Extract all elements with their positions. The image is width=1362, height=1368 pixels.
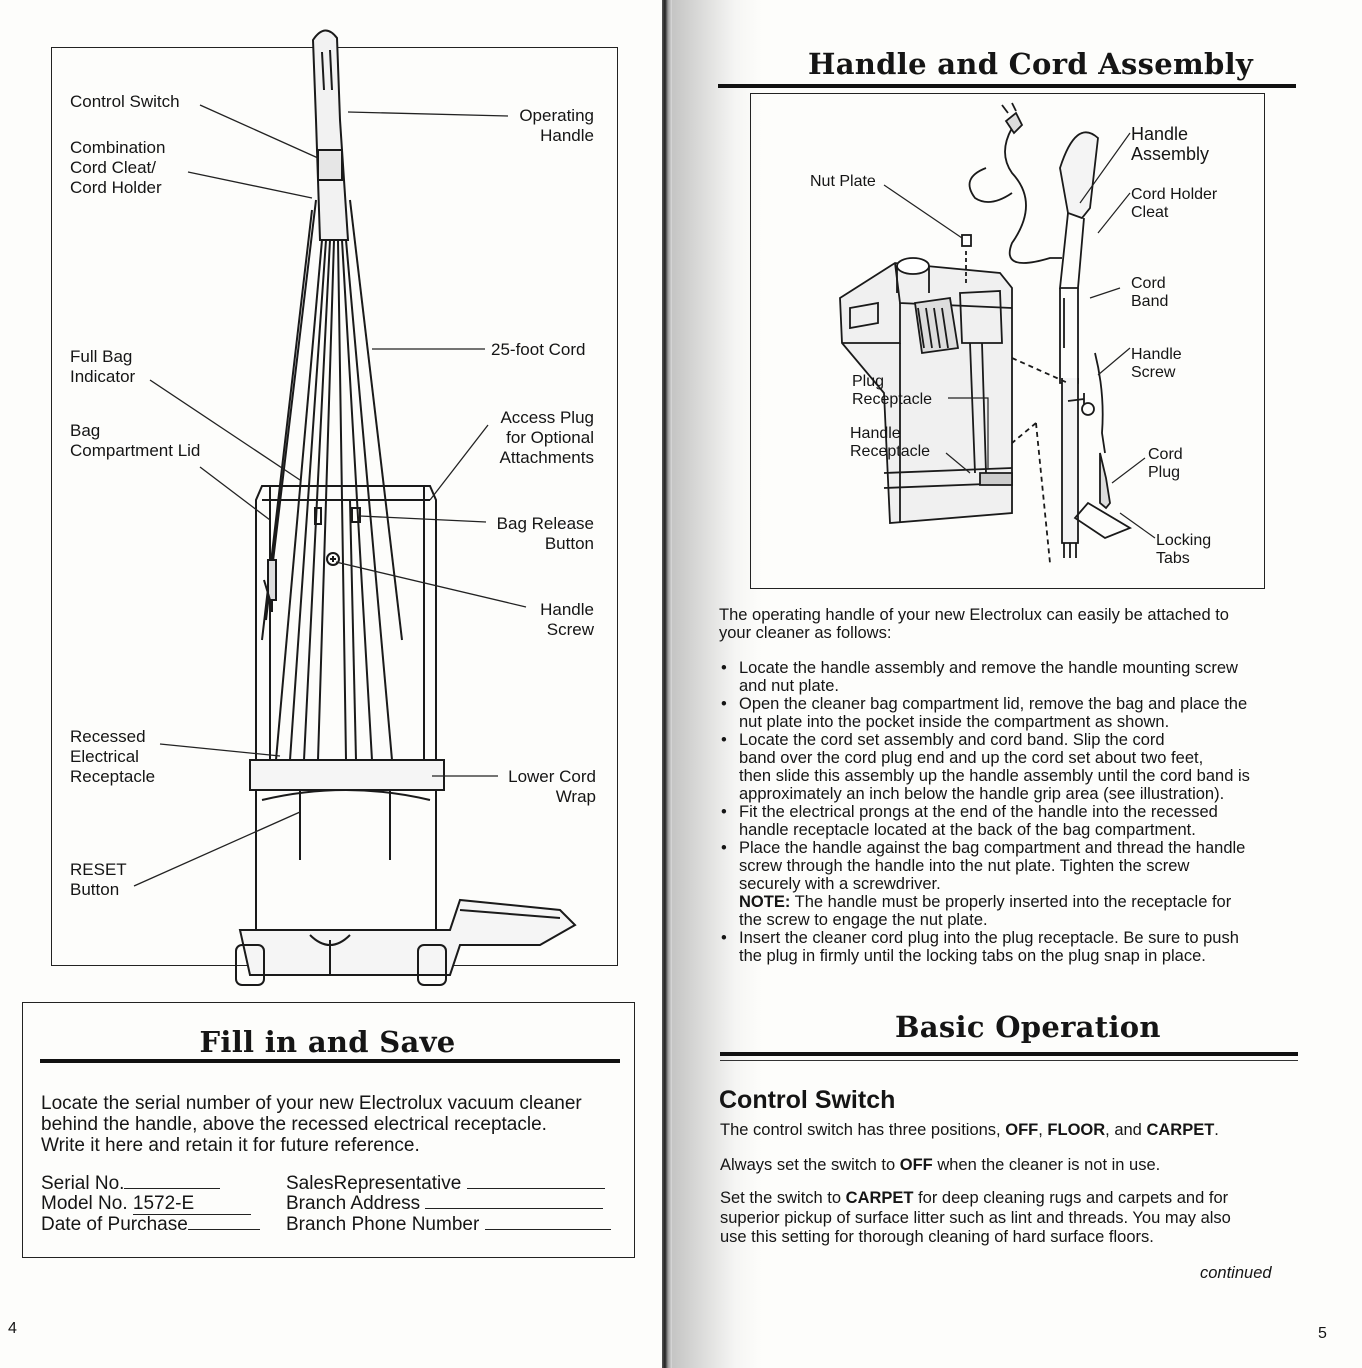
- fill-in-title: Fill in and Save: [199, 1025, 456, 1059]
- serial-blank[interactable]: [124, 1188, 221, 1189]
- fill-in-instructions: Locate the serial number of your new Ele…: [41, 1093, 582, 1156]
- fill-in-rule: [40, 1059, 620, 1063]
- list-item: Locate the handle assembly and remove th…: [719, 659, 1299, 695]
- handle-assembly-illustration: [839, 102, 1156, 564]
- label-control-switch: Control Switch: [70, 92, 180, 111]
- serial-label: Serial No.: [41, 1173, 125, 1194]
- label-handle-receptacle: Handle Receptacle: [850, 425, 931, 460]
- sales-rep-field[interactable]: SalesRepresentative: [286, 1173, 605, 1194]
- handle-cord-rule: [718, 84, 1296, 88]
- continued-text: continued: [1200, 1264, 1272, 1282]
- label-cord-plug: Cord Plug: [1148, 446, 1183, 481]
- sales-label: SalesRepresentative: [286, 1173, 462, 1194]
- label-25-foot-cord: 25-foot Cord: [491, 340, 586, 359]
- basic-operation-rule-thin: [720, 1060, 1298, 1061]
- label-handle-assembly: Handle Assembly: [1131, 124, 1210, 164]
- label-access-plug: Access Plug for Optional Attachments: [499, 408, 595, 467]
- date-blank[interactable]: [187, 1229, 260, 1230]
- purchase-date-field[interactable]: Date of Purchase: [41, 1214, 260, 1235]
- label-nut-plate: Nut Plate: [810, 173, 876, 190]
- label-lower-cord-wrap: Lower Cord Wrap: [508, 767, 596, 806]
- assembly-intro: The operating handle of your new Electro…: [719, 606, 1229, 642]
- page-number-left: 4: [8, 1320, 17, 1337]
- sales-blank[interactable]: [466, 1188, 605, 1189]
- list-item: Fit the electrical prongs at the end of …: [719, 803, 1299, 839]
- page-number-right: 5: [1318, 1325, 1327, 1342]
- label-cord-holder-cleat: Cord Holder Cleat: [1131, 186, 1218, 221]
- control-switch-off-note: Always set the switch to OFF when the cl…: [720, 1156, 1161, 1174]
- branch-phone-field[interactable]: Branch Phone Number: [286, 1214, 611, 1235]
- control-switch-carpet-note: Set the switch to CARPET for deep cleani…: [720, 1189, 1231, 1246]
- serial-number-field[interactable]: Serial No.: [41, 1173, 221, 1194]
- label-full-bag-indicator: Full Bag Indicator: [70, 347, 136, 386]
- model-label: Model No.: [41, 1193, 128, 1214]
- assembly-diagram-frame: [750, 93, 1265, 589]
- label-cord-band: Cord Band: [1131, 275, 1169, 310]
- branch-phone-blank[interactable]: [484, 1229, 611, 1230]
- model-number-field[interactable]: Model No. 1572-E: [41, 1193, 251, 1215]
- label-recessed-receptacle: Recessed Electrical Receptacle: [70, 727, 156, 786]
- page-gutter: [662, 0, 672, 1368]
- handle-cord-title: Handle and Cord Assembly: [808, 47, 1254, 81]
- list-item: Place the handle against the bag compart…: [719, 839, 1299, 929]
- date-label: Date of Purchase: [41, 1214, 188, 1235]
- label-operating-handle: Operating Handle: [519, 106, 594, 145]
- branch-address-label: Branch Address: [286, 1193, 421, 1214]
- fill-in-box: [22, 1002, 635, 1258]
- list-item: Insert the cleaner cord plug into the pl…: [719, 929, 1299, 965]
- label-combination-cord-holder: Combination Cord Cleat/ Cord Holder: [70, 138, 166, 197]
- label-reset-button: RESET Button: [70, 860, 127, 899]
- basic-operation-title: Basic Operation: [895, 1010, 1161, 1044]
- branch-phone-label: Branch Phone Number: [286, 1214, 480, 1235]
- basic-operation-rule: [720, 1052, 1298, 1056]
- label-handle-screw-left: Handle Screw: [540, 600, 594, 639]
- branch-address-blank[interactable]: [425, 1208, 604, 1209]
- label-locking-tabs: Locking Tabs: [1156, 532, 1212, 567]
- branch-address-field[interactable]: Branch Address: [286, 1193, 604, 1214]
- label-bag-release-button: Bag Release Button: [496, 514, 594, 553]
- vacuum-cleaner-illustration: [133, 29, 577, 986]
- list-item: Open the cleaner bag compartment lid, re…: [719, 695, 1299, 731]
- label-bag-compartment-lid: Bag Compartment Lid: [70, 421, 201, 460]
- label-plug-receptacle: Plug Receptacle: [852, 373, 933, 408]
- control-switch-heading: Control Switch: [719, 1086, 896, 1114]
- assembly-steps: Locate the handle assembly and remove th…: [719, 659, 1299, 965]
- label-handle-screw-right: Handle Screw: [1131, 346, 1182, 381]
- assembly-note: NOTE: The handle must be properly insert…: [739, 893, 1232, 911]
- model-value[interactable]: 1572-E: [132, 1193, 251, 1215]
- control-switch-positions: The control switch has three positions, …: [720, 1121, 1219, 1139]
- list-item: Locate the cord set assembly and cord ba…: [719, 731, 1299, 803]
